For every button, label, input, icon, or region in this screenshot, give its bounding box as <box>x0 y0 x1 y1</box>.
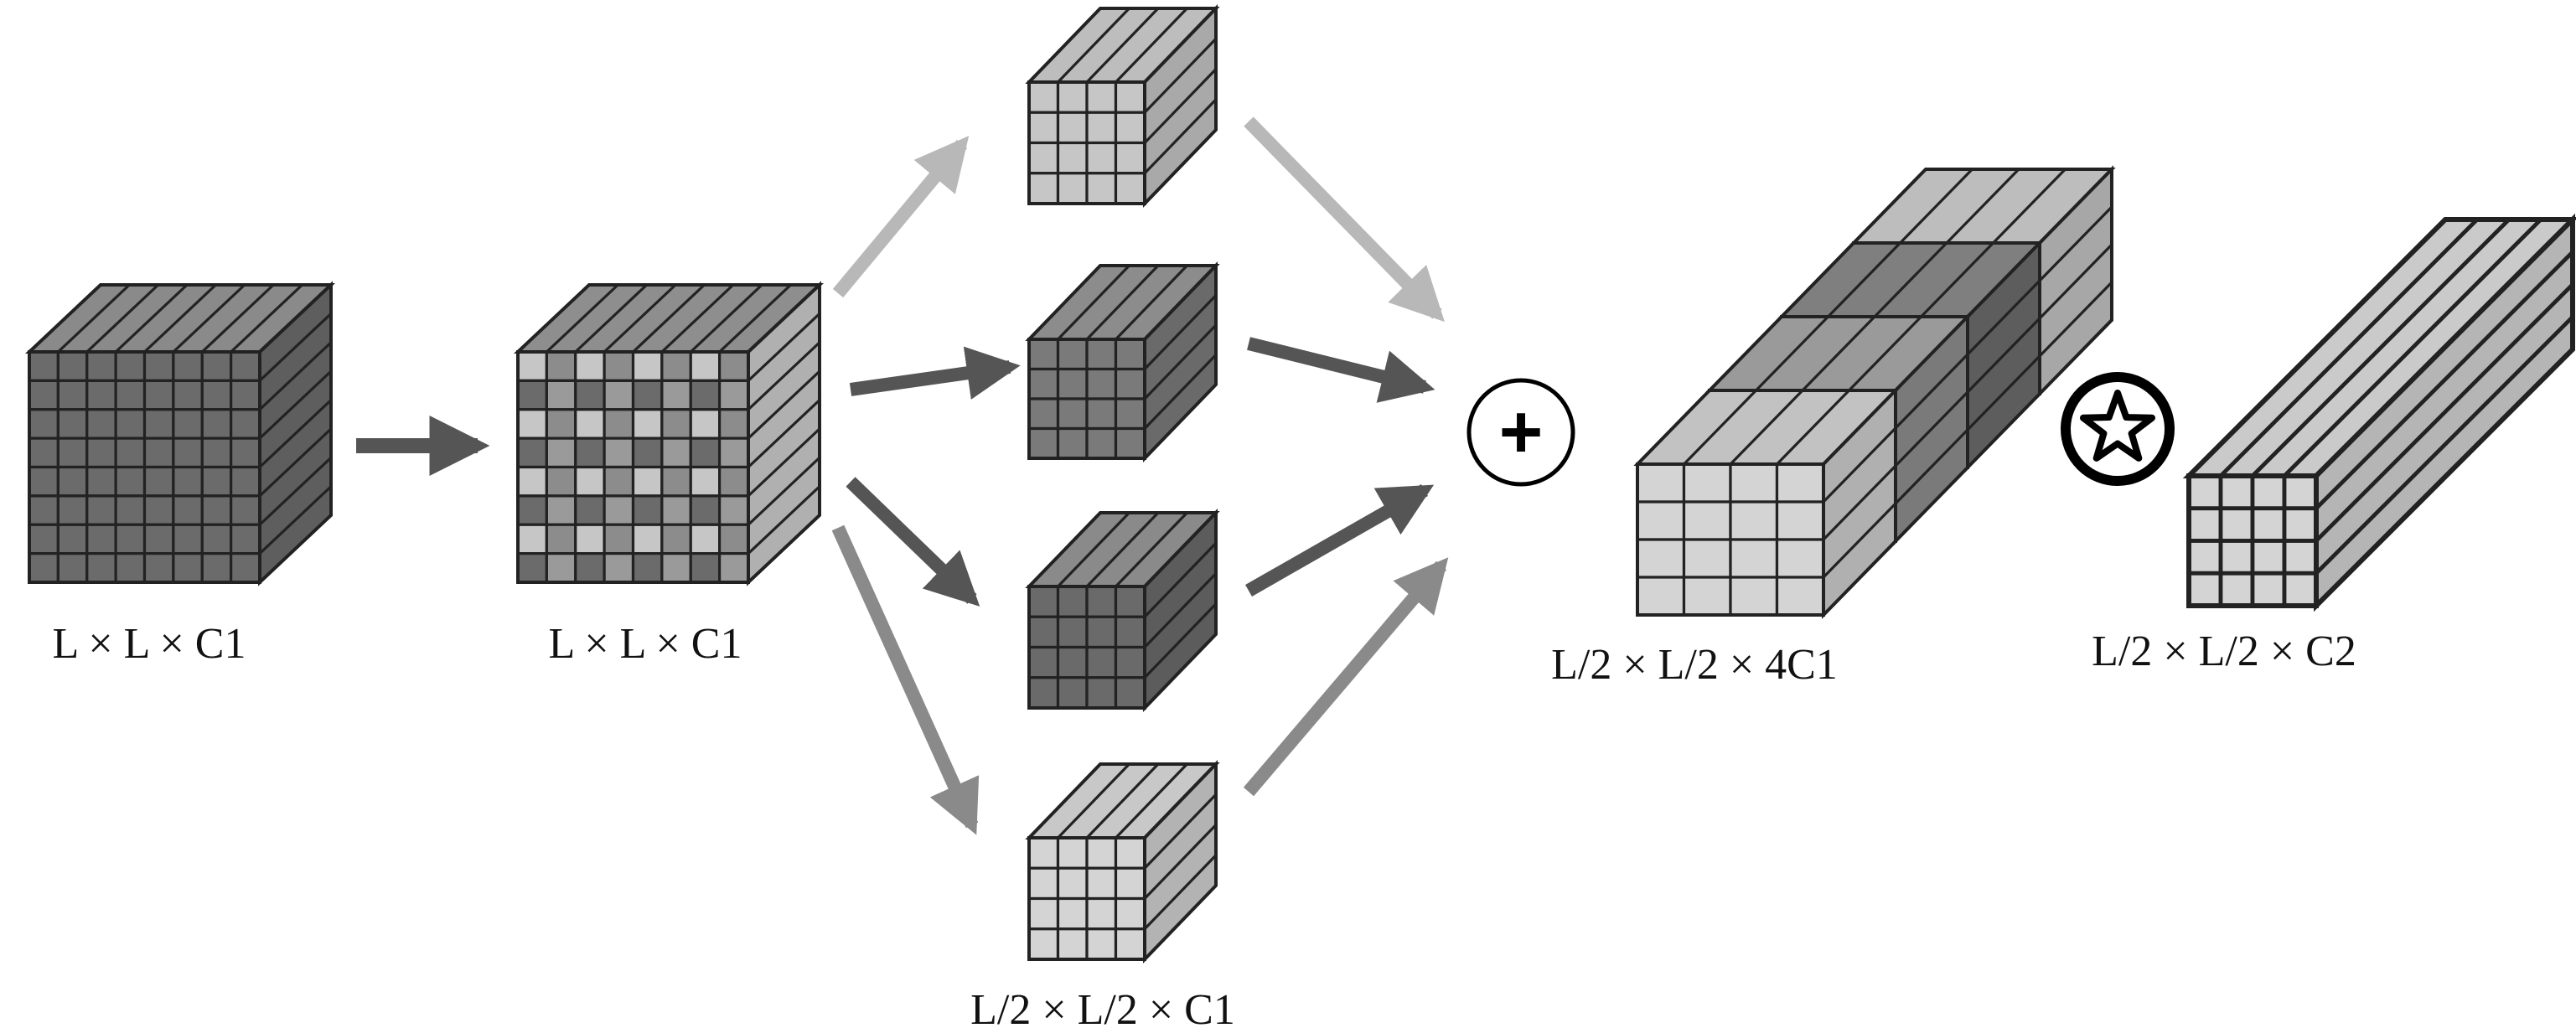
arrow-from-slice-1 <box>1244 116 1445 323</box>
concat-segment <box>1633 386 1900 619</box>
output-block <box>2182 213 2576 612</box>
concat-block <box>1633 165 2116 619</box>
slice-cube-1 <box>1025 4 1220 208</box>
slice-cube-2 <box>1025 261 1220 462</box>
input-label: L × L × C1 <box>52 620 246 668</box>
arrow-to-slice-4 <box>831 524 980 835</box>
masked-cube <box>513 281 825 586</box>
arrow-to-slice-3 <box>846 477 980 607</box>
arrow-from-slice-2 <box>1247 337 1435 403</box>
slice-cube-4 <box>1025 760 1220 963</box>
arrow-from-slice-4 <box>1243 557 1449 797</box>
arrow-to-slice-1 <box>832 136 970 298</box>
slice-label: L/2 × L/2 × C1 <box>970 986 1235 1028</box>
star-conv-icon <box>2061 372 2175 486</box>
add-symbol: + <box>1499 390 1544 474</box>
add-icon: + <box>1466 378 1575 487</box>
output-label: L/2 × L/2 × C2 <box>2092 628 2356 675</box>
arrow-to-slice-2 <box>849 346 1021 400</box>
input-cube <box>24 281 336 586</box>
slice-cube-3 <box>1025 509 1220 712</box>
masked-label: L × L × C1 <box>548 620 742 668</box>
arrow-from-slice-3 <box>1245 484 1435 597</box>
concat-label: L/2 × L/2 × 4C1 <box>1551 641 1838 689</box>
